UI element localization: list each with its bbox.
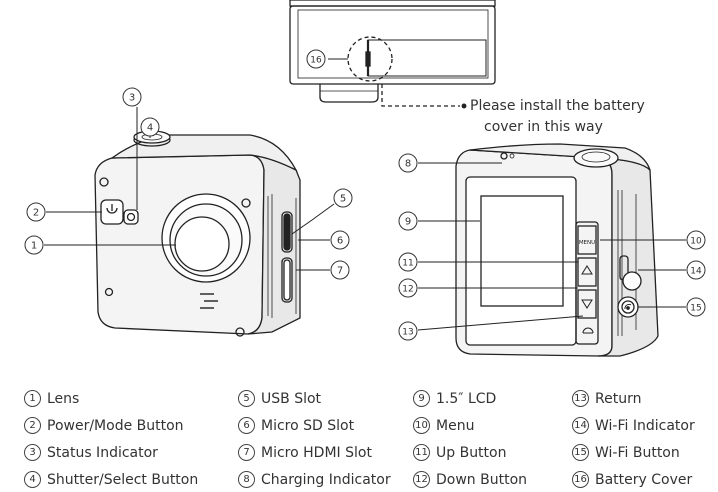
svg-text:7: 7	[337, 266, 343, 277]
svg-text:15: 15	[690, 304, 701, 314]
callout-2: 2	[26, 202, 46, 222]
callout-4: 4	[140, 117, 160, 137]
callout-6: 6	[330, 230, 350, 250]
callout-14: 14	[686, 260, 706, 280]
callout-7: 7	[330, 260, 350, 280]
control-strip	[575, 221, 599, 345]
usb-slot	[281, 211, 293, 253]
menu-button-label: MENU	[579, 240, 595, 246]
front-view	[94, 130, 301, 337]
callout-16: 16	[306, 49, 326, 69]
svg-text:3: 3	[129, 93, 135, 104]
down-button	[577, 289, 597, 319]
svg-text:14: 14	[690, 267, 702, 277]
svg-text:1: 1	[31, 241, 37, 252]
up-button	[577, 257, 597, 287]
callout-9: 9	[398, 211, 418, 231]
battery-cover-highlight	[347, 36, 393, 82]
svg-text:12: 12	[402, 285, 413, 295]
callout-12: 12	[398, 278, 418, 298]
callout-10: 10	[686, 230, 706, 250]
note-line-2: cover in this way	[484, 119, 603, 135]
callout-11: 11	[398, 252, 418, 272]
svg-text:6: 6	[337, 236, 343, 247]
note-leader	[381, 84, 460, 107]
callout-5: 5	[333, 188, 353, 208]
screw-top-left	[99, 177, 109, 187]
svg-text:11: 11	[402, 259, 413, 269]
callout-3: 3	[122, 87, 142, 107]
callout-13: 13	[398, 321, 418, 341]
svg-text:9: 9	[405, 217, 411, 228]
return-button	[582, 327, 594, 334]
top-view-inner	[297, 9, 489, 79]
svg-text:8: 8	[405, 159, 411, 170]
callouts: 16 3 4 2 1 5 6 7 8 9 10 11 12 13 14 15	[24, 49, 706, 341]
charging-indicator-dot	[500, 152, 508, 160]
note-line-1: Please install the battery	[470, 98, 645, 114]
callout-8: 8	[398, 153, 418, 173]
hdmi-slot	[281, 257, 293, 303]
power-button	[100, 199, 124, 225]
screen-frame	[465, 176, 577, 346]
tripod-mount	[319, 84, 379, 103]
lens	[174, 216, 230, 272]
screw-bottom-left	[104, 287, 114, 297]
lcd-screen	[480, 195, 564, 307]
back-view	[455, 143, 659, 357]
top-view	[289, 0, 496, 109]
leader-lines	[44, 107, 686, 331]
svg-text:13: 13	[402, 328, 413, 338]
top-view-ridge	[289, 0, 496, 7]
svg-text:10: 10	[690, 237, 702, 247]
battery-cover	[367, 39, 487, 77]
svg-text:2: 2	[33, 208, 39, 219]
svg-text:16: 16	[310, 56, 322, 66]
battery-install-note: Please install the battery cover in this…	[470, 96, 645, 138]
callout-1: 1	[24, 235, 44, 255]
top-view-body	[289, 5, 496, 85]
svg-text:4: 4	[147, 123, 153, 134]
svg-text:5: 5	[340, 194, 346, 205]
callout-15: 15	[686, 297, 706, 317]
menu-button	[577, 225, 597, 255]
screw-bottom-right	[235, 327, 245, 337]
screw-top-right	[241, 198, 251, 208]
status-indicator	[123, 209, 139, 225]
